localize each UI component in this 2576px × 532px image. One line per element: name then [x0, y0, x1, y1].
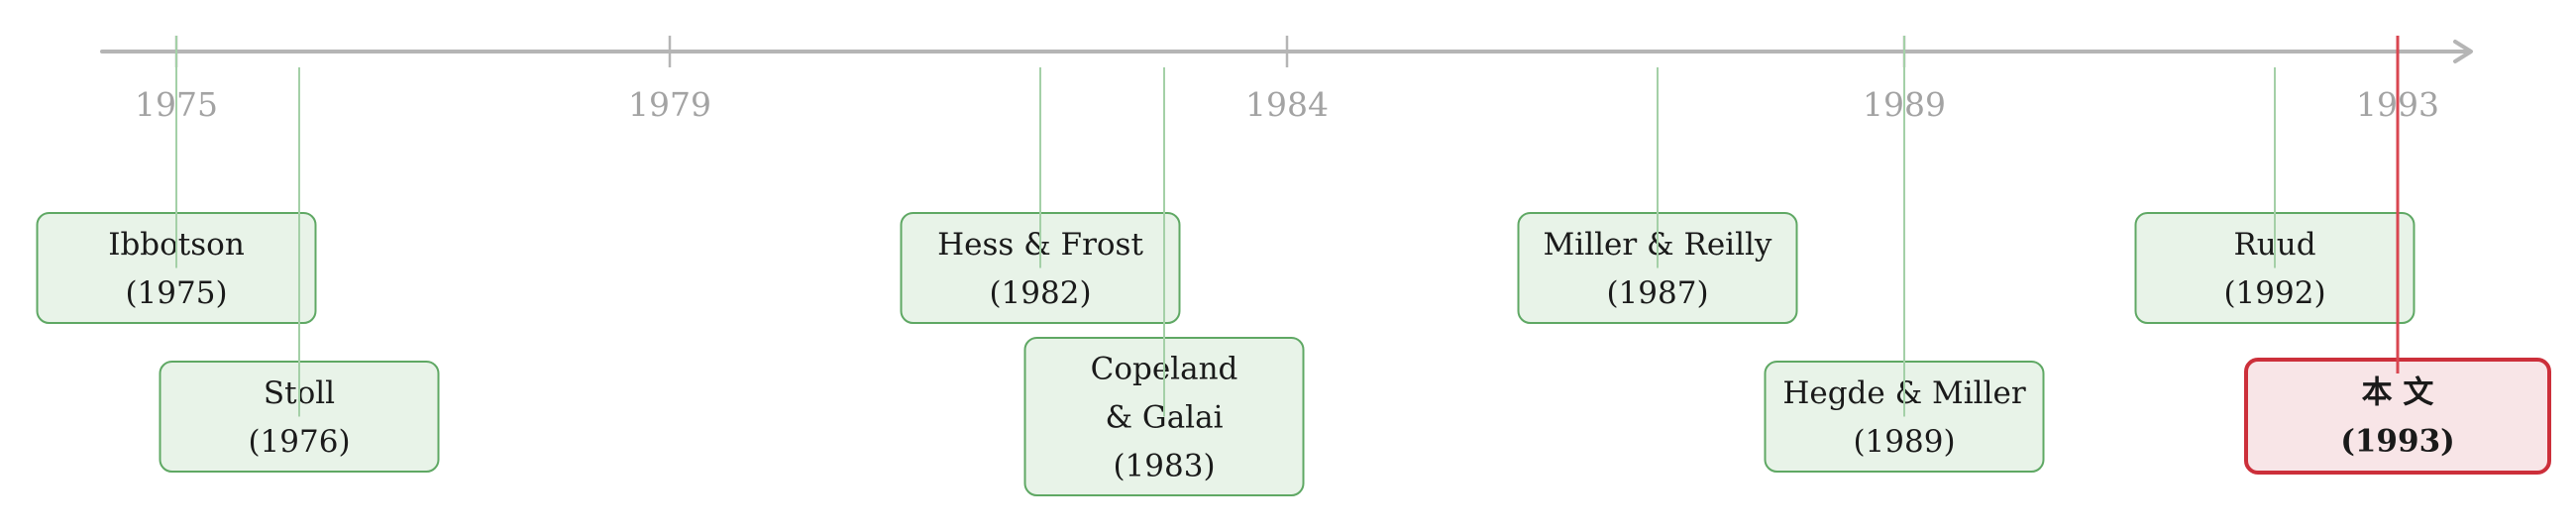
event-box-highlight: 本 文 (1993)	[2244, 358, 2551, 475]
axis-arrowhead	[2453, 40, 2473, 63]
event-boxes: Ibbotson(1975)Stoll(1976)Hess & Frost(19…	[36, 36, 2551, 496]
timeline-axis	[100, 40, 2473, 63]
axis-tick-label: 1979	[628, 85, 711, 124]
event-label: 本 文	[2362, 375, 2434, 411]
event-label: (1982)	[989, 275, 1091, 311]
event-label: (1992)	[2223, 275, 2325, 311]
event-label: (1987)	[1606, 275, 1708, 311]
event-label: (1983)	[1113, 449, 1215, 484]
event-label: (1993)	[2340, 424, 2455, 460]
event-label: (1976)	[248, 424, 350, 460]
axis-tick-label: 1984	[1245, 85, 1329, 124]
event-label: (1989)	[1853, 424, 1955, 460]
event-label: (1975)	[125, 275, 227, 311]
